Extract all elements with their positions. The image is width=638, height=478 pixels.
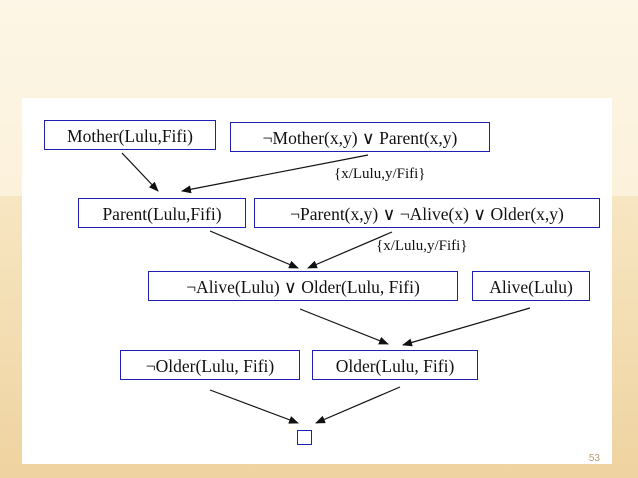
arrows-layer <box>121 152 531 424</box>
clause-mother: Mother(Lulu,Fifi) <box>44 120 216 150</box>
arrow-mother-to-parent <box>121 152 159 192</box>
arrow-parent-to-resolvent1 <box>209 230 299 269</box>
page-number: 53 <box>588 453 600 464</box>
clause-older: Older(Lulu, Fifi) <box>312 350 478 380</box>
clause-resolvent-not-alive-or-older: ¬Alive(Lulu) ∨ Older(Lulu, Fifi) <box>148 271 458 301</box>
clause-rule-mother-parent: ¬Mother(x,y) ∨ Parent(x,y) <box>230 122 490 152</box>
clause-not-older: ¬Older(Lulu, Fifi) <box>120 350 300 380</box>
arrow-rule1-to-parent <box>181 154 369 194</box>
clause-rule-parent-alive-older: ¬Parent(x,y) ∨ ¬Alive(x) ∨ Older(x,y) <box>254 198 600 228</box>
arrow-older-to-empty <box>315 386 401 424</box>
empty-clause-box <box>297 430 312 445</box>
substitution-second: {x/Lulu,y/Fifi} <box>376 238 468 254</box>
arrow-alive-to-older <box>402 307 531 347</box>
substitution-first: {x/Lulu,y/Fifi} <box>334 166 426 182</box>
arrow-not-older-to-empty <box>209 389 299 424</box>
clause-alive: Alive(Lulu) <box>472 271 590 301</box>
clause-parent: Parent(Lulu,Fifi) <box>78 198 246 228</box>
arrow-rule2-to-resolvent1 <box>307 231 393 269</box>
resolution-diagram-panel: Mother(Lulu,Fifi) ¬Mother(x,y) ∨ Parent(… <box>22 98 612 464</box>
arrow-resolvent1-to-older <box>299 308 389 345</box>
